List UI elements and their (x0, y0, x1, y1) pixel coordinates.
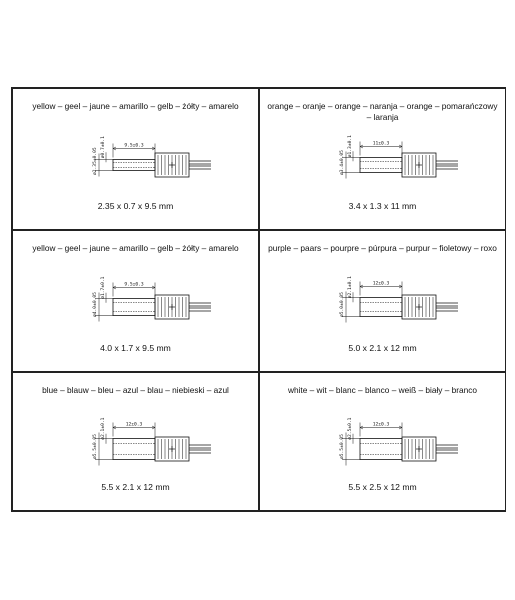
outer-diameter-label: ø4.0±0.05 (92, 292, 98, 317)
connector-drawing: 12±0.3 ø5.5±0.05 ø2.5±0.1 (320, 415, 460, 475)
connector-drawing: 9.5±0.3 ø4.0±0.05 ø1.7±0.1 (73, 273, 213, 333)
connector-drawing: 12±0.3 ø5.0±0.05 ø2.1±0.1 (320, 273, 460, 333)
panel-yellow-4-0: yellow – geel – jaune – amarillo – gelb … (12, 230, 259, 372)
outer-diameter-label: ø5.5±0.05 (339, 434, 345, 459)
length-label: 12±0.3 (373, 422, 390, 428)
connector-drawing: 12±0.3 ø5.5±0.05 ø2.1±0.1 (73, 415, 213, 475)
panel-yellow-2-35: yellow – geel – jaune – amarillo – gelb … (12, 88, 259, 230)
panel-white-5-5: white – wit – blanc – blanco – weiß – bi… (259, 372, 506, 511)
panel-title: yellow – geel – jaune – amarillo – gelb … (32, 101, 239, 111)
outer-diameter-label: ø2.35±0.05 (92, 147, 98, 175)
inner-diameter-label: ø2.1±0.1 (347, 276, 353, 298)
panel-title: orange – oranje – orange – naranja – ora… (267, 101, 498, 122)
panel-dimensions: 3.4 x 1.3 x 11 mm (348, 201, 417, 211)
panel-blue-5-5: blue – blauw – bleu – azul – blau – nieb… (12, 372, 259, 511)
panel-purple-5-0: purple – paars – pourpre – púrpura – pur… (259, 230, 506, 372)
panel-dimensions: 5.5 x 2.5 x 12 mm (348, 482, 417, 492)
panel-orange-3-4: orange – oranje – orange – naranja – ora… (259, 88, 506, 230)
panel-dimensions: 5.5 x 2.1 x 12 mm (101, 482, 170, 492)
length-label: 9.5±0.3 (124, 143, 144, 149)
length-label: 12±0.3 (126, 422, 143, 428)
connector-drawing: 11±0.3 ø3.4±0.05 ø1.3±0.1 (320, 131, 460, 191)
panel-title: purple – paars – pourpre – púrpura – pur… (268, 243, 497, 253)
inner-diameter-label: ø1.3±0.1 (347, 135, 353, 157)
length-label: 9.5±0.3 (124, 282, 144, 288)
panel-dimensions: 4.0 x 1.7 x 9.5 mm (100, 343, 171, 353)
length-label: 11±0.3 (373, 141, 390, 147)
connector-table: yellow – geel – jaune – amarillo – gelb … (11, 87, 506, 512)
panel-dimensions: 2.35 x 0.7 x 9.5 mm (97, 201, 174, 211)
outer-diameter-label: ø3.4±0.05 (339, 150, 345, 175)
panel-title: white – wit – blanc – blanco – weiß – bi… (287, 385, 478, 395)
panel-dimensions: 5.0 x 2.1 x 12 mm (348, 343, 417, 353)
outer-diameter-label: ø5.0±0.05 (339, 292, 345, 317)
length-label: 12±0.3 (373, 281, 390, 287)
connector-drawing: 9.5±0.3 ø2.35±0.05 ø0.7±0.1 (73, 131, 213, 191)
inner-diameter-label: ø0.7±0.1 (100, 136, 106, 158)
panel-title: blue – blauw – bleu – azul – blau – nieb… (42, 385, 229, 395)
inner-diameter-label: ø2.5±0.1 (347, 417, 353, 439)
inner-diameter-label: ø1.7±0.1 (100, 276, 106, 298)
outer-diameter-label: ø5.5±0.05 (92, 434, 98, 459)
inner-diameter-label: ø2.1±0.1 (100, 417, 106, 439)
panel-title: yellow – geel – jaune – amarillo – gelb … (32, 243, 239, 253)
